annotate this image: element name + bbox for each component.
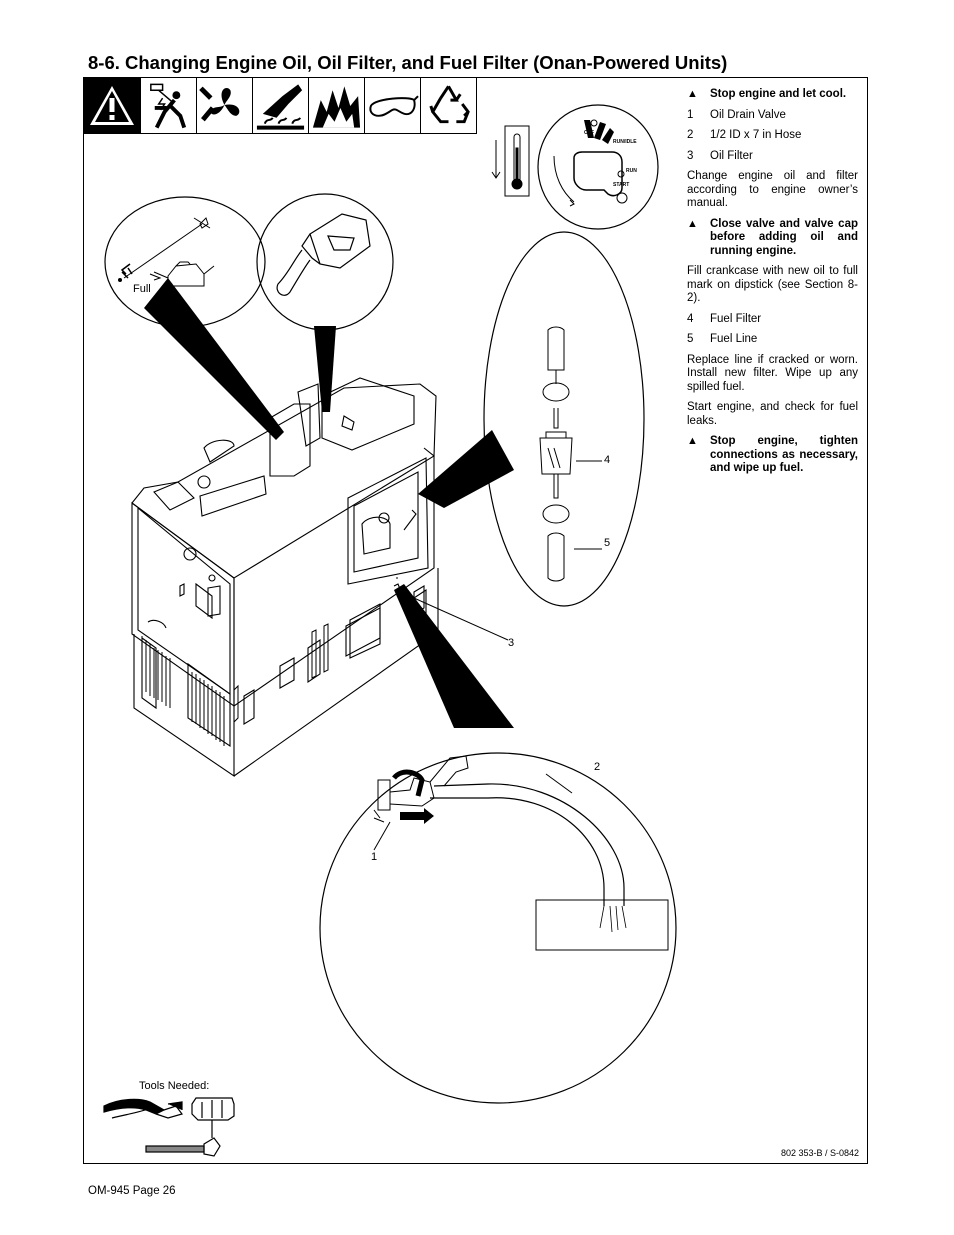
page-footer: OM-945 Page 26	[88, 1185, 176, 1197]
welding-generator-icon	[131, 377, 439, 778]
ratchet-socket-icon	[145, 1097, 235, 1157]
fuel-filter-detail-icon	[483, 231, 645, 607]
full-mark-label: Full	[133, 283, 151, 295]
warning-triangle-icon: ▲	[687, 435, 698, 447]
fire-icon	[308, 78, 364, 133]
hazard-icon-strip	[84, 78, 477, 134]
switch-label-run-idle: RUN/IDLE	[613, 139, 637, 145]
warning-close-valve: ▲Close valve and valve cap before adding…	[687, 217, 858, 257]
warning-triangle-icon: ▲	[687, 88, 698, 100]
engine-switch-icon	[537, 104, 659, 230]
page-title: 8-6. Changing Engine Oil, Oil Filter, an…	[88, 52, 728, 73]
safety-glasses-icon	[364, 78, 420, 133]
callout-number-3: 3	[508, 637, 515, 649]
paragraph: Change engine oil and filter according t…	[687, 170, 858, 209]
electric-shock-icon	[140, 78, 196, 133]
vent-grille-icon	[141, 623, 329, 746]
thermometer-icon	[491, 125, 530, 197]
callout-number-1: 1	[371, 851, 378, 863]
callout-number-4: 4	[604, 454, 611, 466]
callout-number-5: 5	[604, 537, 611, 549]
warning-icon	[84, 78, 140, 133]
figure-frame	[83, 77, 868, 1164]
fan-hazard-icon	[196, 78, 252, 133]
generator-illustration	[103, 104, 677, 1157]
document-number: 802 353-B / S-0842	[781, 1148, 860, 1158]
recycle-icon	[420, 78, 476, 133]
switch-label-run: RUN	[626, 168, 637, 174]
switch-label-off: OFF	[584, 130, 594, 136]
tools-needed-label: Tools Needed:	[139, 1080, 210, 1092]
hot-surface-icon	[252, 78, 308, 133]
paragraph: Start engine, and check for fuel leaks.	[687, 401, 858, 427]
oil-drain-valve-detail-icon	[319, 752, 677, 1104]
warning-tighten-connections: ▲Stop engine, tighten connections as nec…	[687, 435, 858, 474]
callout-number-2: 2	[594, 761, 601, 773]
paragraph: Replace line if cracked or worn. Install…	[687, 353, 858, 393]
warning-stop-engine: ▲Stop engine and let cool.	[687, 88, 847, 100]
paragraph: Fill crankcase with new oil to full mark…	[687, 265, 858, 304]
oil-bottle-detail-icon	[256, 193, 394, 331]
pliers-icon	[103, 1098, 184, 1119]
warning-triangle-icon: ▲	[687, 217, 698, 230]
switch-label-start: START	[613, 182, 630, 188]
